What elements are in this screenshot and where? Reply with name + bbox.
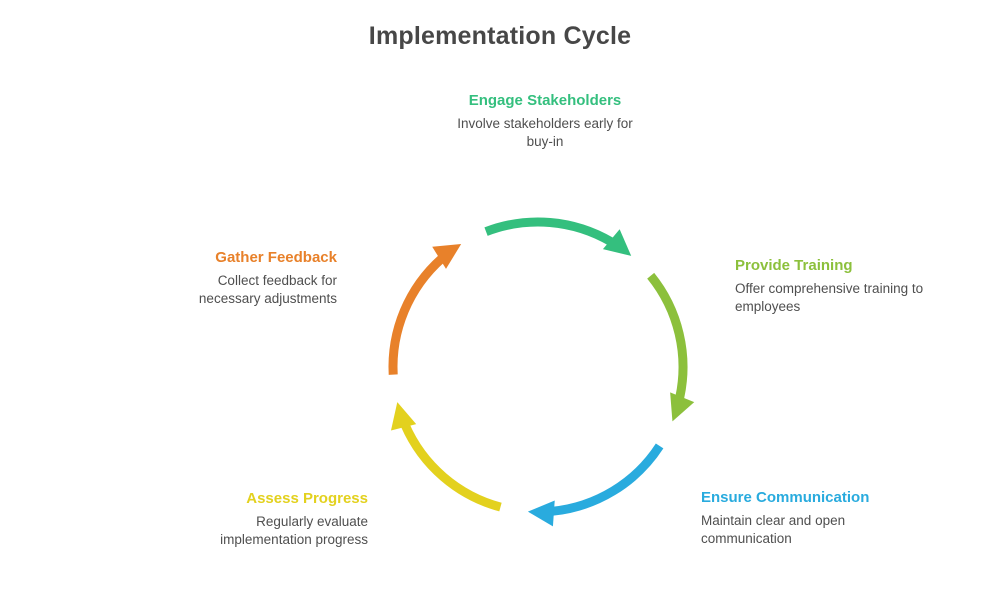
cycle-node-engage-stakeholders[interactable]: Engage Stakeholders Involve stakeholders… <box>455 91 635 151</box>
node-description-engage-stakeholders: Involve stakeholders early for buy-in <box>457 116 633 149</box>
node-title-engage-stakeholders: Engage Stakeholders <box>468 92 622 109</box>
arrow-assess <box>390 402 502 512</box>
page-title: Implementation Cycle <box>368 22 632 50</box>
cycle-node-gather-feedback[interactable]: Gather Feedback Collect feedback for nec… <box>167 248 337 308</box>
arrow-training-head <box>670 392 695 422</box>
cycle-node-provide-training[interactable]: Provide Training Offer comprehensive tra… <box>735 256 965 316</box>
arrow-communication-head <box>527 500 555 527</box>
arrow-feedback <box>388 244 462 375</box>
node-title-ensure-communication: Ensure Communication <box>701 489 870 506</box>
arrow-training <box>647 272 695 422</box>
arrow-engage <box>484 217 632 256</box>
cycle-node-ensure-communication[interactable]: Ensure Communication Maintain clear and … <box>701 488 931 548</box>
arrow-engage-head <box>602 229 632 256</box>
node-title-provide-training: Provide Training <box>735 257 853 274</box>
node-description-assess-progress: Regularly evaluate implementation progre… <box>220 514 368 547</box>
node-description-gather-feedback: Collect feedback for necessary adjustmen… <box>198 273 337 306</box>
node-title-assess-progress: Assess Progress <box>246 490 368 507</box>
arrow-assess-head <box>390 402 417 431</box>
arrow-feedback-head <box>432 244 462 269</box>
node-title-gather-feedback: Gather Feedback <box>215 249 337 266</box>
arrow-communication <box>527 443 664 527</box>
node-description-provide-training: Offer comprehensive training to employee… <box>735 281 924 314</box>
cycle-node-assess-progress[interactable]: Assess Progress Regularly evaluate imple… <box>168 489 368 549</box>
node-description-ensure-communication: Maintain clear and open communication <box>701 513 846 546</box>
